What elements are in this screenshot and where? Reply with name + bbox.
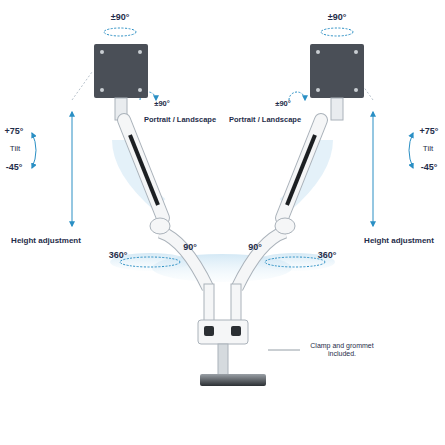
annotation-label: ±90° — [154, 100, 169, 109]
annotation-label: Portrait / Landscape — [229, 116, 301, 125]
annotation-label: 90° — [248, 242, 262, 252]
vesa-plates — [94, 44, 364, 98]
annotation-label: Height adjustment — [364, 236, 434, 245]
arms — [115, 98, 343, 288]
clamp-base — [198, 284, 300, 386]
annotation-label: Portrait / Landscape — [144, 116, 216, 125]
annotation-label: -45° — [421, 162, 438, 172]
annotation-label: ±90° — [275, 100, 290, 109]
annotation-label: 360° — [318, 250, 337, 260]
annotation-label: ±90° — [328, 12, 347, 22]
annotation-label: Tilt — [423, 144, 433, 153]
annotation-label: 360° — [109, 250, 128, 260]
annotation-label: +75° — [420, 126, 439, 136]
note-label: Clamp and grommet included. — [304, 342, 380, 358]
annotation-label: Tilt — [10, 144, 20, 153]
tilt-arrows — [32, 133, 413, 168]
annotation-label: 90° — [183, 242, 197, 252]
annotation-label: -45° — [6, 162, 23, 172]
annotation-label: ±90° — [111, 12, 130, 22]
annotation-label: Height adjustment — [11, 236, 81, 245]
annotation-label: +75° — [5, 126, 24, 136]
